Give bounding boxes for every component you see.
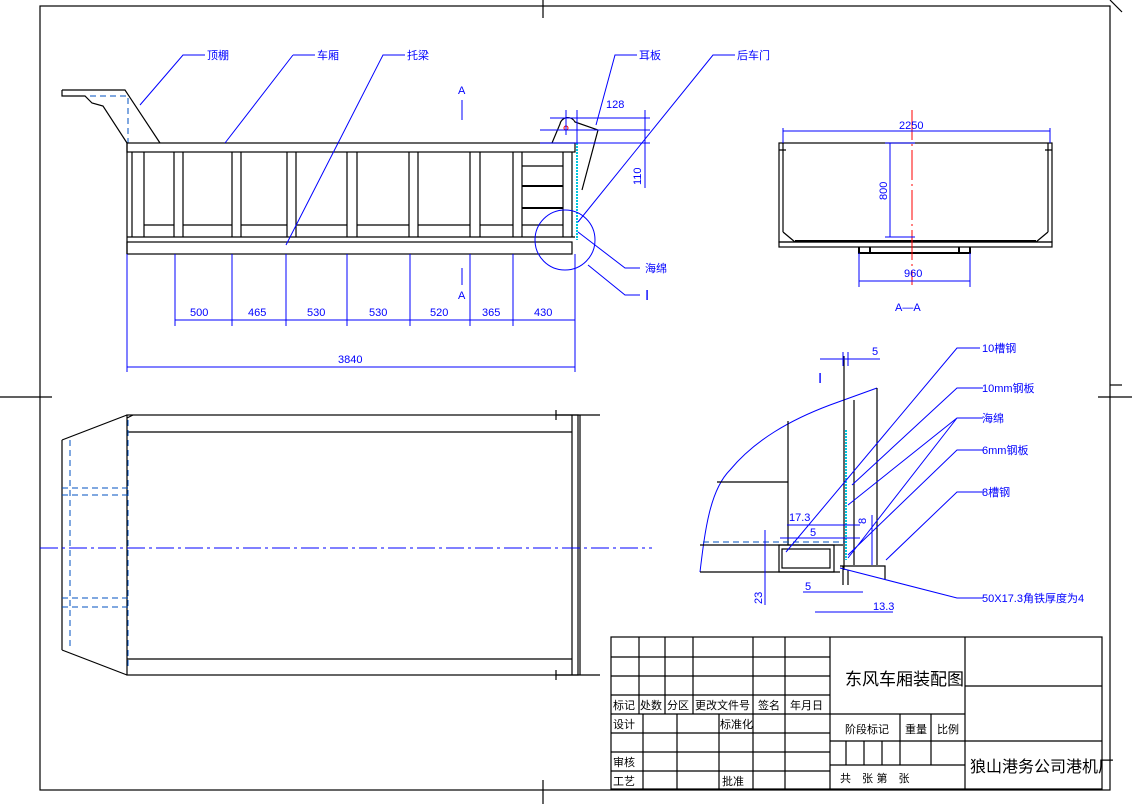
section-caption: A—A [895,302,921,314]
detail-label: 10槽钢 [982,342,1016,355]
tb-standard: 标准化 [720,717,753,731]
dim-spacing: 430 [534,307,552,319]
label-sponge: 海绵 [645,261,667,275]
tb-header: 更改文件号 [695,698,750,712]
tb-header: 分区 [667,699,689,712]
detail-label: 10mm钢板 [982,381,1035,395]
side-view: 顶棚 车厢 托梁 耳板 后车门 海绵 I A A 128 110 500 465… [61,48,770,372]
dim-ear-height: 110 [632,167,644,185]
section-mark-top: A [458,85,466,97]
plan-view [40,410,652,680]
dim-detail: 5 [872,346,878,358]
drawing-title: 东风车厢装配图 [845,670,964,690]
tb-weight: 重量 [905,722,927,736]
dim-ear-width: 128 [606,99,624,111]
title-block: 标记 处数 分区 更改文件号 签名 年月日 设计 标准化 审核 工艺 批准 东风… [610,636,1114,790]
dim-detail: 8 [857,518,869,524]
dim-detail: 5 [810,527,816,539]
dim-detail: 5 [805,581,811,593]
tb-process: 工艺 [613,775,635,788]
label-roof: 顶棚 [207,48,229,62]
label-beam: 托梁 [407,48,429,62]
dim-spacing: 500 [190,307,208,319]
detail-mark: I [818,370,822,387]
dim-spacing: 520 [430,307,448,319]
tb-approve: 批准 [722,774,744,788]
label-body: 车厢 [317,48,339,62]
dim-spacing: 530 [369,307,387,319]
detail-label: 8槽钢 [982,486,1010,499]
dim-spacing: 365 [482,307,500,319]
tb-design: 设计 [613,718,635,731]
detail-label: 海绵 [982,411,1004,425]
dim-spacing: 530 [307,307,325,319]
dim-detail: 13.3 [873,601,894,613]
detail-label: 6mm钢板 [982,443,1028,457]
tb-review: 审核 [613,755,635,769]
dim-foot-span: 960 [904,268,922,280]
tb-header: 处数 [640,699,662,712]
dim-detail: 17.3 [789,512,810,524]
dim-total-length: 3840 [338,354,362,366]
tb-header: 年月日 [790,698,823,712]
detail-label: 50X17.3角铁厚度为4 [982,591,1084,605]
tb-scale: 比例 [937,722,959,736]
dim-detail: 23 [753,592,765,604]
dim-section-height: 800 [878,182,890,200]
label-rear-door: 后车门 [737,48,770,62]
tb-sheets: 共 张 第 张 [840,771,910,785]
label-detail-mark: I [645,287,649,304]
section-view: 2250 800 960 A—A [778,110,1053,314]
dim-spacing: 465 [248,307,266,319]
tb-stage: 阶段标记 [845,722,889,736]
tb-header: 签名 [758,698,780,712]
label-ear-plate: 耳板 [639,48,661,62]
company-name: 狼山港务公司港机厂 [970,757,1114,776]
section-mark-bottom: A [458,290,466,302]
tb-header: 标记 [613,698,635,712]
detail-view: I 5 17.3 5 8 23 5 13.3 10槽钢 10mm钢板 海绵 6m… [699,342,1084,613]
dim-section-width: 2250 [899,120,923,132]
